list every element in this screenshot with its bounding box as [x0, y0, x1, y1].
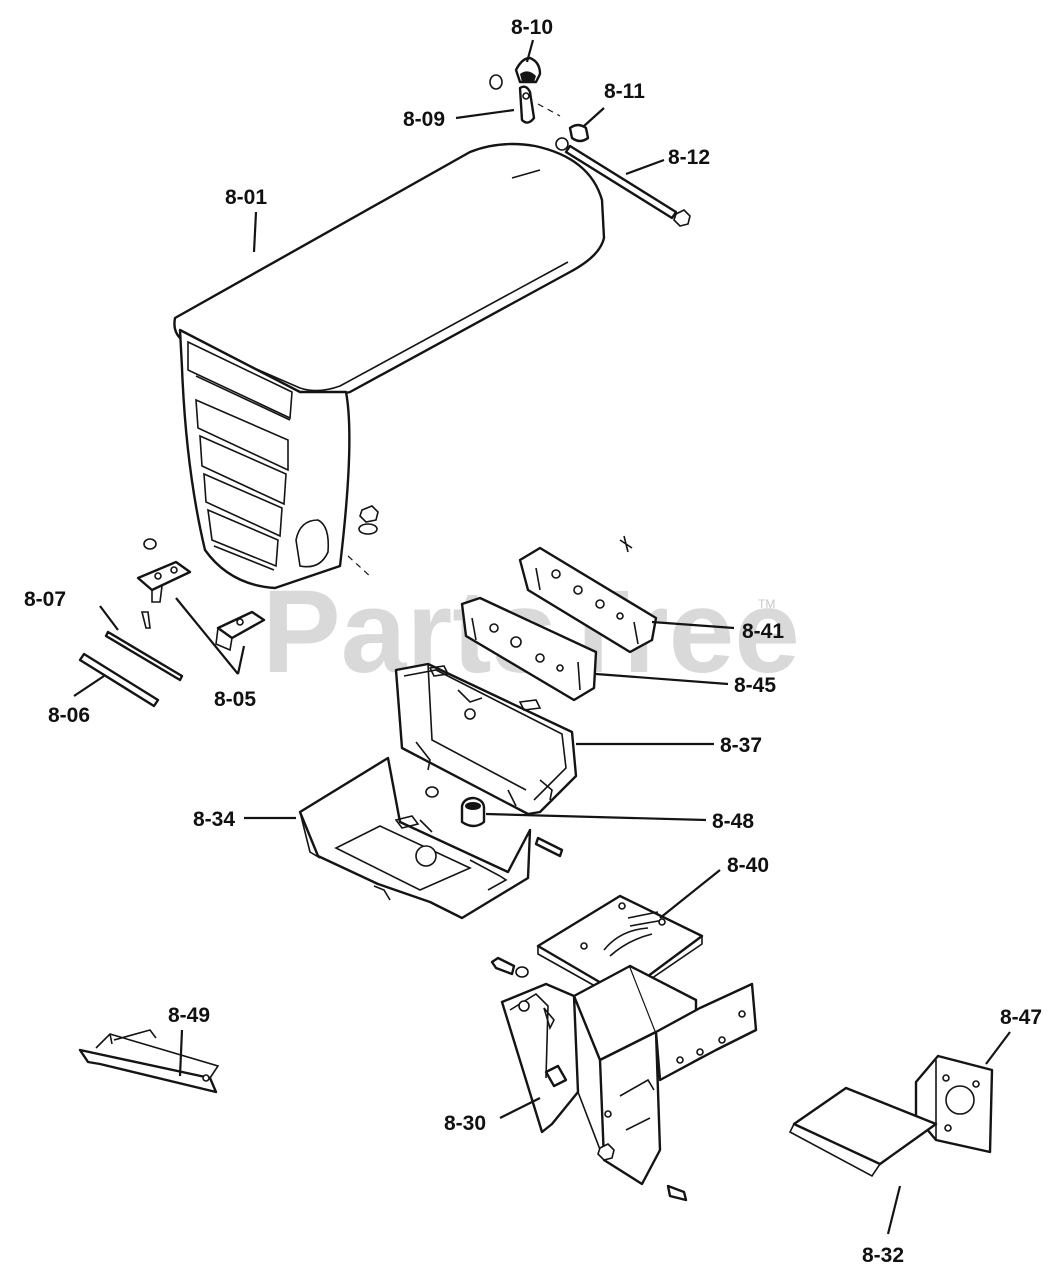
part-hood-brackets[interactable] — [136, 538, 266, 652]
callout-8-01[interactable]: 8-01 — [225, 186, 267, 209]
callout-8-09[interactable]: 8-09 — [403, 108, 445, 131]
part-side-bracket[interactable] — [914, 1054, 994, 1154]
callout-8-10[interactable]: 8-10 — [511, 16, 553, 39]
callout-8-48[interactable]: 8-48 — [712, 810, 754, 833]
callout-8-40[interactable]: 8-41 — [742, 620, 784, 643]
callout-8-12[interactable]: 8-12 — [668, 146, 710, 169]
part-front-frame[interactable] — [500, 964, 758, 1186]
part-latch-spacer[interactable] — [555, 123, 590, 151]
part-latch-rod[interactable] — [564, 144, 691, 227]
callout-8-06[interactable]: 8-06 — [48, 704, 90, 727]
callout-8-47[interactable]: 8-47 — [1000, 1006, 1042, 1029]
callout-8-45[interactable]: 8-34 — [193, 808, 235, 831]
leader-lines — [73, 39, 1011, 1235]
part-brace[interactable] — [78, 1029, 220, 1094]
callout-8-41[interactable]: 8-45 — [734, 674, 776, 697]
part-bolt-548[interactable] — [534, 836, 564, 858]
callout-8-32[interactable]: 8-32 — [862, 1244, 904, 1267]
part-skid-plate[interactable] — [788, 1086, 938, 1178]
callout-8-07[interactable]: 8-07 — [24, 588, 66, 611]
part-frame-bolts[interactable] — [490, 956, 688, 1202]
callout-8-49[interactable]: 8-49 — [168, 1004, 210, 1027]
part-mount-plate-upper[interactable] — [518, 535, 658, 654]
callout-8-05[interactable]: 8-05 — [214, 688, 256, 711]
hood-dash — [347, 555, 373, 579]
part-isolator[interactable] — [425, 786, 486, 828]
callout-8-34[interactable]: 8-40 — [727, 854, 769, 877]
part-rod-short[interactable] — [104, 630, 184, 682]
part-rod-long[interactable] — [78, 652, 160, 708]
watermark-tm: TM — [758, 597, 775, 611]
hood-nut-washer[interactable] — [358, 505, 379, 535]
callout-labels: 8-10 8-09 8-11 8-12 8-01 8-07 8-06 8-05 … — [24, 16, 1042, 1267]
callout-8-37[interactable]: 8-37 — [720, 734, 762, 757]
part-battery-box[interactable] — [394, 662, 578, 816]
part-latch[interactable] — [489, 74, 561, 124]
part-battery-tray[interactable] — [298, 756, 532, 920]
callout-8-30[interactable]: 8-30 — [444, 1112, 486, 1135]
part-hood[interactable] — [173, 142, 606, 590]
part-latch-knob[interactable] — [514, 56, 542, 84]
callout-8-11[interactable]: 8-11 — [604, 80, 645, 103]
part-mount-plate-lower[interactable] — [460, 596, 598, 702]
